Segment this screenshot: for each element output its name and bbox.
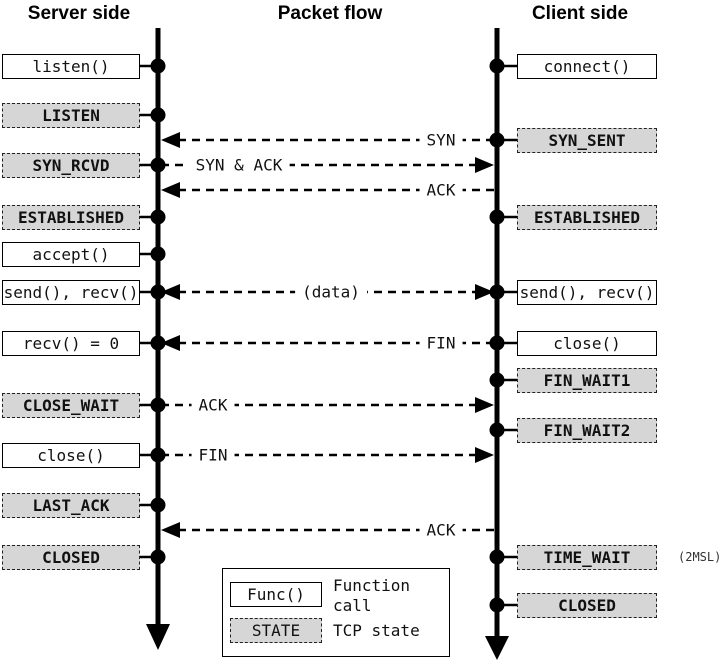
timeline-dot xyxy=(489,597,505,613)
packet-label-2-ack: ACK xyxy=(419,180,463,200)
node-label: LAST_ACK xyxy=(32,496,110,515)
timeline-dot xyxy=(489,549,505,565)
timeline-dot xyxy=(150,246,166,262)
timeline-dot xyxy=(489,372,505,388)
state-box-established: ESTABLISHED xyxy=(2,205,140,230)
legend-function-sample-label: Func() xyxy=(247,585,305,604)
state-box-established: ESTABLISHED xyxy=(517,205,657,230)
server-timeline-arrowhead-icon xyxy=(146,624,170,650)
state-box-time-wait: TIME_WAIT xyxy=(517,545,657,570)
state-box-syn-rcvd: SYN_RCVD xyxy=(2,153,140,178)
client-side-header: Client side xyxy=(531,3,629,24)
node-label: CLOSED xyxy=(558,596,616,615)
timeline-dot xyxy=(150,58,166,74)
timeline-dot xyxy=(150,397,166,413)
timeline-dot xyxy=(150,107,166,123)
timeline-dot xyxy=(489,209,505,225)
node-label: FIN_WAIT1 xyxy=(543,371,631,390)
state-box-syn-sent: SYN_SENT xyxy=(517,128,657,153)
timeline-dot xyxy=(150,157,166,173)
packet-label-7-ack: ACK xyxy=(419,520,463,540)
arrowhead-left-icon xyxy=(161,522,180,538)
legend-function-sample-box: Func() xyxy=(230,582,322,607)
time-wait-note: (2MSL) xyxy=(678,550,722,564)
legend-function-label: Function call xyxy=(333,576,411,615)
legend-state-sample-box: STATE xyxy=(230,618,322,643)
packet-label-1-syn-ack: SYN & ACK xyxy=(188,155,290,175)
node-label: SYN_SENT xyxy=(548,131,626,150)
state-box-last-ack: LAST_ACK xyxy=(2,493,140,518)
state-box-close-wait: CLOSE_WAIT xyxy=(2,393,140,418)
timeline-dot xyxy=(150,549,166,565)
timeline-dot xyxy=(150,335,166,351)
packet-label-6-fin: FIN xyxy=(191,445,235,465)
arrowhead-left-icon xyxy=(161,335,180,351)
timeline-dot xyxy=(150,497,166,513)
node-label: send(), recv() xyxy=(3,283,139,302)
client-timeline-arrowhead-icon xyxy=(485,636,509,660)
arrowhead-left-icon xyxy=(161,132,180,148)
packet-label-0-syn: SYN xyxy=(419,130,463,150)
function-box-close: close() xyxy=(517,331,657,356)
node-label: SYN_RCVD xyxy=(32,156,110,175)
node-label: accept() xyxy=(32,245,110,264)
node-label: CLOSED xyxy=(42,548,100,567)
function-box-close: close() xyxy=(2,443,140,468)
node-label: CLOSE_WAIT xyxy=(22,396,120,415)
timeline-dot xyxy=(489,335,505,351)
arrowhead-right-icon xyxy=(475,447,494,463)
arrowhead-left-icon xyxy=(161,284,180,300)
timeline-dot xyxy=(150,209,166,225)
function-box-recv-0: recv() = 0 xyxy=(2,331,140,356)
node-label: close() xyxy=(553,334,621,353)
arrowhead-right-icon xyxy=(475,397,494,413)
node-label: connect() xyxy=(543,57,631,76)
node-label: ESTABLISHED xyxy=(18,208,124,227)
node-label: close() xyxy=(37,446,105,465)
timeline-dot xyxy=(150,284,166,300)
node-label: recv() = 0 xyxy=(22,334,120,353)
packet-label-4-fin: FIN xyxy=(419,333,463,353)
state-box-fin-wait2: FIN_WAIT2 xyxy=(517,418,657,443)
arrowhead-left-icon xyxy=(161,182,180,198)
node-label: TIME_WAIT xyxy=(543,548,631,567)
packet-label-5-ack: ACK xyxy=(191,395,235,415)
legend-state-sample-label: STATE xyxy=(251,621,301,640)
function-box-listen: listen() xyxy=(2,54,140,79)
node-label: LISTEN xyxy=(42,106,100,125)
node-label: listen() xyxy=(32,57,110,76)
timeline-dot xyxy=(489,422,505,438)
node-label: ESTABLISHED xyxy=(534,208,640,227)
state-box-closed: CLOSED xyxy=(2,545,140,570)
node-label: FIN_WAIT2 xyxy=(543,421,631,440)
state-box-listen: LISTEN xyxy=(2,103,140,128)
function-box-send-recv: send(), recv() xyxy=(517,280,657,305)
function-box-connect: connect() xyxy=(517,54,657,79)
function-box-send-recv: send(), recv() xyxy=(2,280,140,305)
node-label: send(), recv() xyxy=(519,283,655,302)
state-box-closed: CLOSED xyxy=(517,593,657,618)
arrowhead-right-icon xyxy=(475,157,494,173)
server-side-header: Server side xyxy=(27,3,131,24)
legend-state-label: TCP state xyxy=(333,621,420,640)
timeline-dot xyxy=(489,284,505,300)
arrowhead-right-icon xyxy=(475,284,494,300)
packet-label-3-data: (data) xyxy=(295,282,367,302)
function-box-accept: accept() xyxy=(2,242,140,267)
timeline-dot xyxy=(489,132,505,148)
state-box-fin-wait1: FIN_WAIT1 xyxy=(517,368,657,393)
timeline-dot xyxy=(150,447,166,463)
timeline-dot xyxy=(489,58,505,74)
packet-flow-header: Packet flow xyxy=(277,3,383,24)
